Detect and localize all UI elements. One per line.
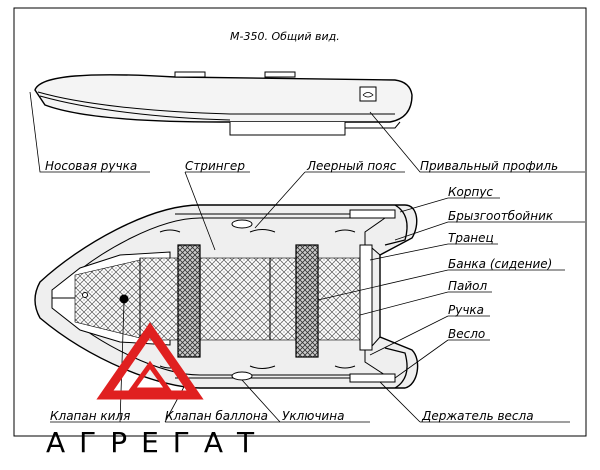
top-view xyxy=(34,204,419,389)
valve-icon xyxy=(119,294,129,304)
label-splash-guard: Брызгоотбойник xyxy=(448,209,554,223)
label-handle: Ручка xyxy=(448,303,484,317)
drawing-title: М-350. Общий вид. xyxy=(230,30,340,43)
label-mooring: Уключина xyxy=(282,409,344,423)
label-life-line: Леерный пояс xyxy=(306,159,397,173)
label-oar: Весло xyxy=(448,327,485,341)
seat-rear xyxy=(295,244,319,358)
label-oar-holder: Держатель весла xyxy=(421,409,534,423)
label-tube-valve: Клапан баллона xyxy=(165,409,268,423)
drawing-frame xyxy=(13,7,587,437)
plate-icon xyxy=(359,86,377,102)
label-fender: Привальный профиль xyxy=(420,159,558,173)
label-nose-handle: Носовая ручка xyxy=(45,159,137,173)
label-floor: Пайол xyxy=(448,279,488,293)
seat-front xyxy=(177,244,201,358)
label-hull: Корпус xyxy=(448,185,493,199)
leader-lines xyxy=(29,91,585,423)
logo-text: АГРЕГАТ xyxy=(46,426,268,459)
side-view xyxy=(34,71,413,136)
triangle-logo-icon xyxy=(96,322,204,400)
label-transom: Транец xyxy=(448,231,494,245)
label-keel-valve: Клапан киля xyxy=(50,409,130,423)
label-seat: Банка (сидение) xyxy=(448,257,552,271)
label-stringer: Стрингер xyxy=(185,159,245,173)
